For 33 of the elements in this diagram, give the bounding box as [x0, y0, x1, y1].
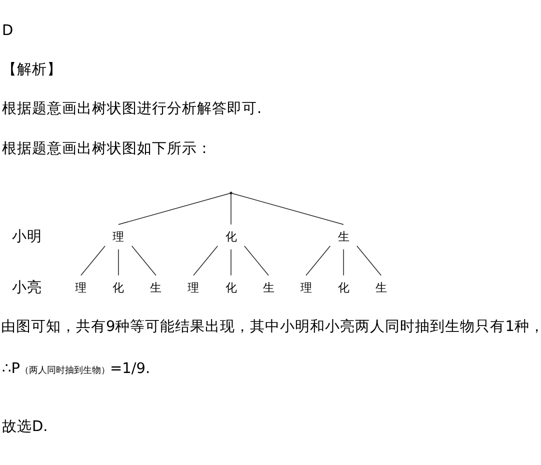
branch-line — [131, 246, 156, 276]
tree-node-label: 理 — [188, 280, 200, 295]
section-heading: 【解析】 — [2, 61, 62, 79]
tree-node-label: 理 — [300, 280, 312, 295]
conclusion-text: 故选D. — [2, 418, 48, 436]
branch-line — [118, 248, 119, 276]
branch-line — [356, 246, 382, 276]
row-label: 小亮 — [12, 278, 42, 297]
junction-dot — [230, 192, 232, 194]
solution-text: 根据题意画出树状图如下所示： — [2, 140, 212, 158]
tree-node-label: 化 — [338, 280, 350, 295]
tree-node-label: 理 — [112, 230, 124, 244]
tree-node-label: 理 — [75, 280, 87, 295]
branch-line — [244, 246, 269, 276]
branch-line — [230, 194, 232, 225]
tree-node-label: 生 — [338, 230, 350, 244]
solution-text: 根据题意画出树状图进行分析解答即可. — [2, 100, 262, 118]
branch-line — [232, 193, 344, 225]
tree-node-label: 化 — [225, 230, 237, 244]
branch-line — [80, 246, 106, 276]
branch-line — [230, 248, 232, 276]
branch-line — [306, 246, 331, 276]
row-label: 小明 — [12, 228, 42, 246]
answer-text: D — [2, 22, 14, 40]
tree-node-label: 化 — [225, 280, 237, 295]
branch-line — [118, 193, 230, 225]
tree-node-label: 生 — [262, 280, 274, 295]
branch-line — [193, 246, 218, 276]
tree-node-label: 生 — [375, 280, 387, 295]
tree-node-label: 生 — [150, 280, 162, 295]
solution-text: 由图可知，共有9种等可能结果出现，其中小明和小亮两人同时抽到生物只有1种， — [1, 318, 541, 336]
branch-line — [343, 248, 344, 276]
tree-node-label: 化 — [112, 280, 124, 295]
